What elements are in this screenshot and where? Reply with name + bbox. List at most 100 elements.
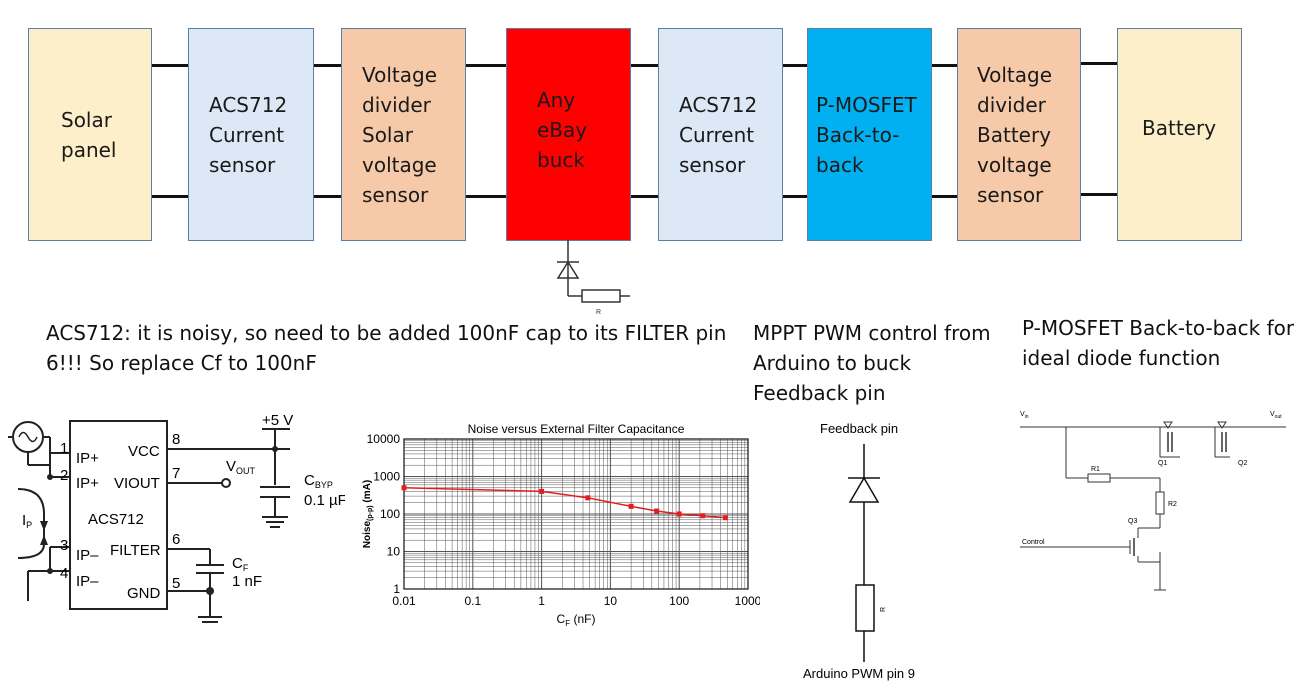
cbyp-label: CBYP bbox=[304, 472, 333, 490]
filter-label: FILTER bbox=[110, 542, 161, 559]
data-point bbox=[401, 485, 407, 491]
voltage-divider-solar-label: Voltage divider Solar voltage sensor bbox=[362, 62, 438, 207]
noise-chart: 0.01 0.1 1 10 100 1000 1 10 100 1000 10000 Noise ve… bbox=[362, 422, 760, 628]
solar-panel-label: Solar panel bbox=[61, 107, 117, 162]
vout-label: VOUT bbox=[226, 458, 256, 476]
acs712-circuit: 1 2 3 4 5 6 7 8 IP+ IP+ IP– IP– VCC VIOU… bbox=[8, 412, 345, 623]
arduino-pin-label: Arduino PWM pin 9 bbox=[803, 666, 915, 681]
data-point bbox=[539, 488, 545, 494]
resistor-icon bbox=[581, 289, 621, 303]
vout-out-label: Vout bbox=[1270, 411, 1282, 420]
chart-title: Noise versus External Filter Capacitance bbox=[468, 422, 685, 436]
buck-feedback-symbol: R bbox=[556, 240, 630, 316]
data-point bbox=[676, 511, 682, 517]
pin-2-label: 2 bbox=[60, 467, 68, 484]
wire bbox=[151, 64, 189, 67]
x-axis-label: CF (nF) bbox=[557, 612, 596, 628]
pin-8-label: 8 bbox=[172, 431, 180, 448]
wire bbox=[630, 195, 659, 198]
x-tick-label: 0.01 bbox=[392, 594, 416, 608]
mosfet-block: P-MOSFET Back-to- back bbox=[807, 28, 932, 241]
y-tick-label: 1 bbox=[393, 582, 400, 596]
acs712-chip bbox=[69, 420, 168, 610]
wire bbox=[465, 195, 507, 198]
feedback-circuit: Feedback pin R Arduino PWM pin 9 bbox=[803, 421, 915, 681]
gnd-label: GND bbox=[127, 585, 161, 602]
vcc-label: VCC bbox=[128, 443, 160, 460]
voltage-divider-battery-label: Voltage divider Battery voltage sensor bbox=[977, 62, 1053, 207]
current-sensor-2-block: ACS712 Current sensor bbox=[658, 28, 783, 241]
r2-resistor-icon bbox=[1155, 491, 1165, 515]
data-point bbox=[700, 513, 706, 519]
feedback-pin-label: Feedback pin bbox=[820, 421, 898, 436]
battery-block: Battery bbox=[1117, 28, 1242, 241]
buck-converter-label: Any eBay buck bbox=[537, 88, 588, 172]
x-tick-label: 100 bbox=[669, 594, 689, 608]
noise-series-line bbox=[403, 487, 726, 519]
r1-label: R1 bbox=[1091, 466, 1100, 473]
ip-plus-1-label: IP+ bbox=[76, 450, 99, 467]
mosfet-note: P-MOSFET Back-to-back for ideal diode fu… bbox=[1022, 316, 1295, 370]
diode-icon bbox=[848, 476, 880, 503]
q1-label: Q1 bbox=[1158, 460, 1167, 467]
wire bbox=[782, 195, 808, 198]
pin-5-label: 5 bbox=[172, 575, 180, 592]
wire bbox=[630, 64, 659, 67]
diode-icon bbox=[556, 260, 580, 279]
cf-label: CF bbox=[232, 555, 249, 573]
pin-1-label: 1 bbox=[60, 440, 68, 457]
voltage-divider-battery-block: Voltage divider Battery voltage sensor bbox=[957, 28, 1081, 241]
cf-value: 1 nF bbox=[232, 573, 262, 590]
supply-label: +5 V bbox=[262, 412, 293, 429]
ip-plus-2-label: IP+ bbox=[76, 475, 99, 492]
q2-label: Q2 bbox=[1238, 460, 1247, 467]
y-tick-label: 100 bbox=[380, 507, 400, 521]
wire bbox=[313, 195, 342, 198]
x-tick-label: 0.1 bbox=[464, 594, 481, 608]
resistor-icon bbox=[855, 584, 875, 632]
q2-diode-icon bbox=[1217, 421, 1227, 429]
wire bbox=[465, 64, 507, 67]
ip-minus-1-label: IP– bbox=[76, 547, 99, 564]
y-axis-label: Noise(p-p) (mA) bbox=[362, 480, 374, 548]
solar-panel-block: Solar panel bbox=[28, 28, 152, 241]
current-sensor-1-label: ACS712 Current sensor bbox=[209, 92, 288, 177]
pin-7-label: 7 bbox=[172, 465, 180, 482]
viout-label: VIOUT bbox=[114, 475, 160, 492]
current-sensor-1-block: ACS712 Current sensor bbox=[188, 28, 314, 241]
pin-4-label: 4 bbox=[60, 565, 68, 582]
q3-label: Q3 bbox=[1128, 518, 1137, 525]
r2-label: R2 bbox=[1168, 501, 1177, 508]
buck-resistor-label: R bbox=[596, 309, 601, 316]
plot-frame bbox=[403, 438, 749, 590]
acs-note: ACS712: it is noisy, so need to be added… bbox=[46, 321, 727, 375]
pin-3-label: 3 bbox=[60, 537, 68, 554]
x-tick-label: 1 bbox=[538, 594, 545, 608]
wire bbox=[1080, 193, 1118, 196]
y-tick-label: 10000 bbox=[367, 432, 401, 446]
wire bbox=[151, 195, 189, 198]
mosfet-circuit: Vin Vout R1 Q1 Q2 R2 Q3 Control bbox=[1020, 411, 1286, 591]
wire bbox=[313, 64, 342, 67]
current-sensor-2-label: ACS712 Current sensor bbox=[679, 92, 758, 177]
wire bbox=[931, 195, 959, 198]
data-point bbox=[654, 508, 660, 514]
control-label: Control bbox=[1022, 539, 1045, 546]
buck-converter-block: Any eBay buck bbox=[506, 28, 631, 241]
x-tick-label: 1000 bbox=[735, 594, 760, 608]
vin-label: Vin bbox=[1020, 411, 1029, 420]
q1-diode-icon bbox=[1163, 421, 1173, 429]
data-point bbox=[585, 495, 591, 501]
wire bbox=[931, 64, 959, 67]
data-point bbox=[722, 515, 728, 521]
cbyp-value: 0.1 µF bbox=[304, 492, 345, 509]
data-point bbox=[628, 503, 634, 509]
x-tick-label: 10 bbox=[604, 594, 618, 608]
y-tick-label: 1000 bbox=[373, 470, 400, 484]
battery-label: Battery bbox=[1142, 116, 1217, 140]
wire bbox=[782, 64, 808, 67]
mppt-note: MPPT PWM control from Arduino to buck Fe… bbox=[753, 321, 991, 405]
r1-resistor-icon bbox=[1087, 473, 1111, 483]
y-tick-label: 10 bbox=[387, 545, 401, 559]
mosfet-label: P-MOSFET Back-to- back bbox=[816, 92, 917, 177]
